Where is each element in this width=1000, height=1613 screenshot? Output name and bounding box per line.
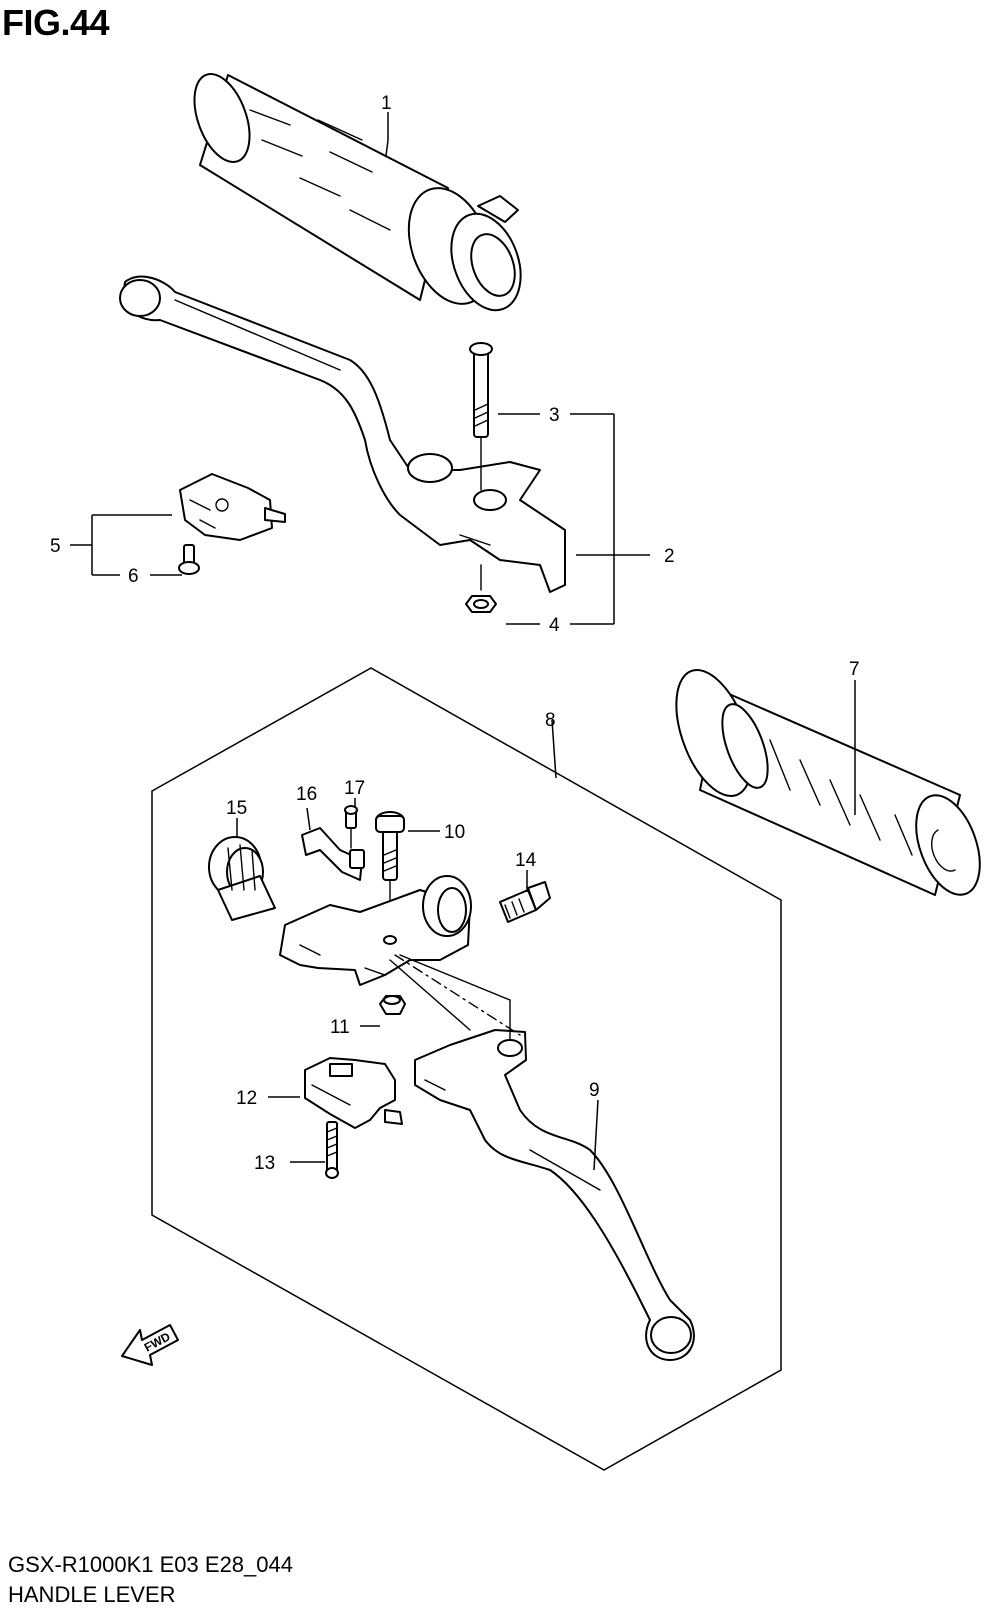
bracket-bolt: [499, 881, 551, 923]
callout-numbers: 1 2 3 4 5 6 7 8 9 10 11 12 13 14 15 16 1…: [50, 93, 860, 1174]
callout-12: 12: [236, 1088, 257, 1109]
front-brake-switch: [179, 473, 286, 541]
right-grip: [675, 669, 981, 896]
cable-adjuster: [208, 836, 276, 921]
clutch-nut: [379, 995, 406, 1015]
clutch-switch-screw: [325, 1121, 339, 1179]
clip-screw: [344, 805, 358, 849]
callout-4: 4: [549, 615, 560, 636]
lever-nut: [465, 564, 497, 613]
model-code: GSX-R1000K1 E03 E28_044: [8, 1552, 293, 1577]
section-name: HANDLE LEVER: [8, 1582, 176, 1607]
callout-10: 10: [444, 822, 465, 843]
forward-arrow-icon: FWD: [121, 1324, 179, 1366]
callout-17: 17: [344, 778, 365, 799]
callout-16: 16: [296, 784, 317, 805]
callout-2: 2: [664, 546, 675, 567]
spring-clip: [301, 827, 365, 881]
callout-13: 13: [254, 1153, 275, 1174]
callout-3: 3: [549, 405, 560, 426]
callout-14: 14: [515, 850, 537, 871]
callout-15: 15: [226, 798, 247, 819]
figure-title: FIG.44: [2, 2, 110, 43]
callout-9: 9: [589, 1080, 600, 1101]
throttle-grip: [193, 73, 522, 312]
assembly-boundary: [151, 667, 782, 1471]
switch-screw: [178, 544, 200, 575]
clutch-lever: [414, 1029, 695, 1361]
callout-6: 6: [128, 566, 139, 587]
callout-11: 11: [330, 1017, 350, 1038]
clutch-pivot-bolt: [375, 811, 405, 951]
brake-lever: [119, 275, 566, 593]
clutch-switch: [304, 1057, 403, 1129]
callout-1: 1: [381, 93, 392, 114]
leader-lines: [70, 112, 856, 1171]
pivot-bolt: [469, 342, 493, 491]
clutch-bracket: [279, 875, 521, 1041]
callout-8: 8: [545, 710, 556, 731]
callout-5: 5: [50, 536, 61, 557]
callout-7: 7: [849, 659, 860, 680]
